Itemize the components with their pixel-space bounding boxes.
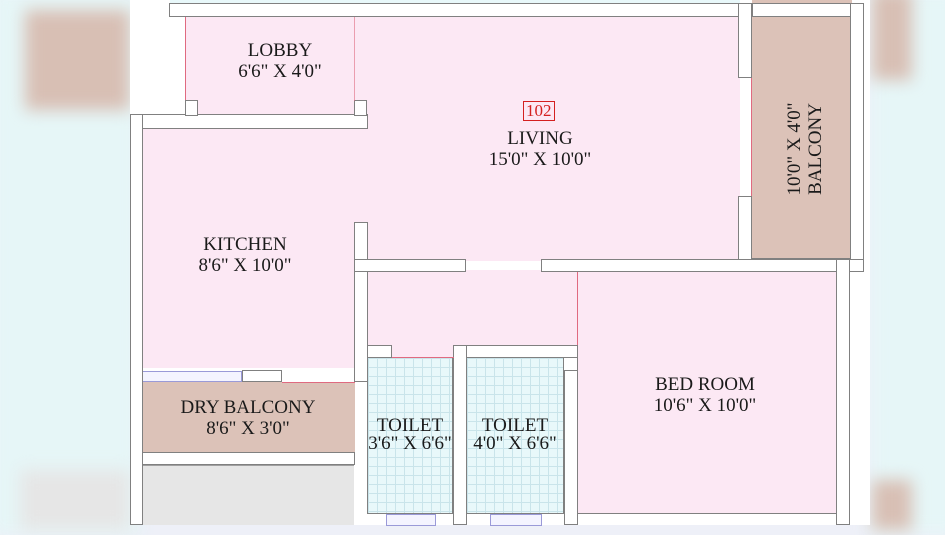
wall-balcony-right <box>850 3 864 271</box>
background-left-brown-block <box>25 10 130 110</box>
kitchen-label: KITCHEN 8'6" X 10'0" <box>165 234 325 276</box>
kitchen-name: KITCHEN <box>203 234 287 255</box>
unit-number-badge: 102 <box>523 101 555 121</box>
kitchen-window <box>142 371 242 382</box>
toilet-1-size: 3'6" X 6'6" <box>368 433 452 454</box>
room-lobby <box>185 16 355 116</box>
toilet-2-vent <box>490 514 542 526</box>
background-right-brown-bottom <box>872 480 912 530</box>
passage <box>367 270 577 358</box>
balcony-door-line <box>751 78 752 196</box>
wall-living-right-upper <box>738 3 752 78</box>
wall-toilet-top-right <box>453 345 578 358</box>
living-size: 15'0" X 10'0" <box>488 149 592 170</box>
room-living <box>355 16 740 261</box>
wall-lobby-stub-right <box>354 100 367 116</box>
wall-toilet2-right <box>564 370 578 525</box>
toilet-1-vent <box>386 514 436 526</box>
toilet-1-name: TOILET <box>376 415 444 436</box>
wall-kitchen-window-sill <box>242 370 282 382</box>
toilet-1-label: TOILET 3'6" X 6'6" <box>362 415 458 454</box>
wall-bedroom-top <box>541 259 864 272</box>
living-name: LIVING <box>507 128 573 149</box>
toilet-2-label: TOILET 4'0" X 6'6" <box>466 415 564 454</box>
bedroom-door-line <box>577 272 578 345</box>
dry-balcony-door-line <box>282 382 355 383</box>
dry-balcony-name: DRY BALCONY <box>180 397 316 418</box>
lobby-living-opening <box>354 17 355 101</box>
wall-top-right <box>752 3 864 17</box>
balcony-size: 10'0" X 4'0" <box>784 102 805 196</box>
wall-dry-balcony-bottom <box>142 452 355 465</box>
room-bedroom <box>577 271 837 514</box>
room-toilet-2 <box>466 357 564 514</box>
lobby-size: 6'6" X 4'0" <box>238 61 322 82</box>
lobby-name: LOBBY <box>247 40 313 61</box>
wall-passage-top-left <box>354 259 466 272</box>
balcony-name: BALCONY <box>805 103 826 195</box>
bedroom-name: BED ROOM <box>655 374 755 395</box>
dry-balcony-size: 8'6" X 3'0" <box>206 418 290 439</box>
kitchen-size: 8'6" X 10'0" <box>198 255 292 276</box>
balcony-label: 10'0" X 4'0" BALCONY <box>784 79 826 219</box>
background-right <box>870 0 945 535</box>
lobby-left-edge <box>185 16 186 116</box>
room-dry-balcony <box>142 382 355 452</box>
wall-toilet-top-left <box>367 345 392 358</box>
wall-bedroom-right <box>836 259 850 525</box>
dry-balcony-label: DRY BALCONY 8'6" X 3'0" <box>158 397 338 439</box>
bedroom-label: BED ROOM 10'6" X 10'0" <box>625 374 785 416</box>
wall-kitchen-right <box>354 222 368 382</box>
lower-grey-area <box>142 465 354 525</box>
wall-top <box>169 3 740 17</box>
bedroom-size: 10'6" X 10'0" <box>653 395 757 416</box>
room-kitchen <box>143 128 355 368</box>
living-label: LIVING 15'0" X 10'0" <box>460 128 620 170</box>
wall-lobby-stub-left <box>185 100 198 116</box>
wall-lobby-bottom <box>130 114 368 129</box>
background-left-grey-bottom <box>20 470 130 530</box>
background-right-brown-block <box>872 0 912 80</box>
toilet-door-line <box>392 357 454 358</box>
toilet-2-name: TOILET <box>481 415 549 436</box>
room-toilet-1 <box>367 357 453 514</box>
lobby-label: LOBBY 6'6" X 4'0" <box>205 40 355 82</box>
toilet-2-size: 4'0" X 6'6" <box>473 433 557 454</box>
